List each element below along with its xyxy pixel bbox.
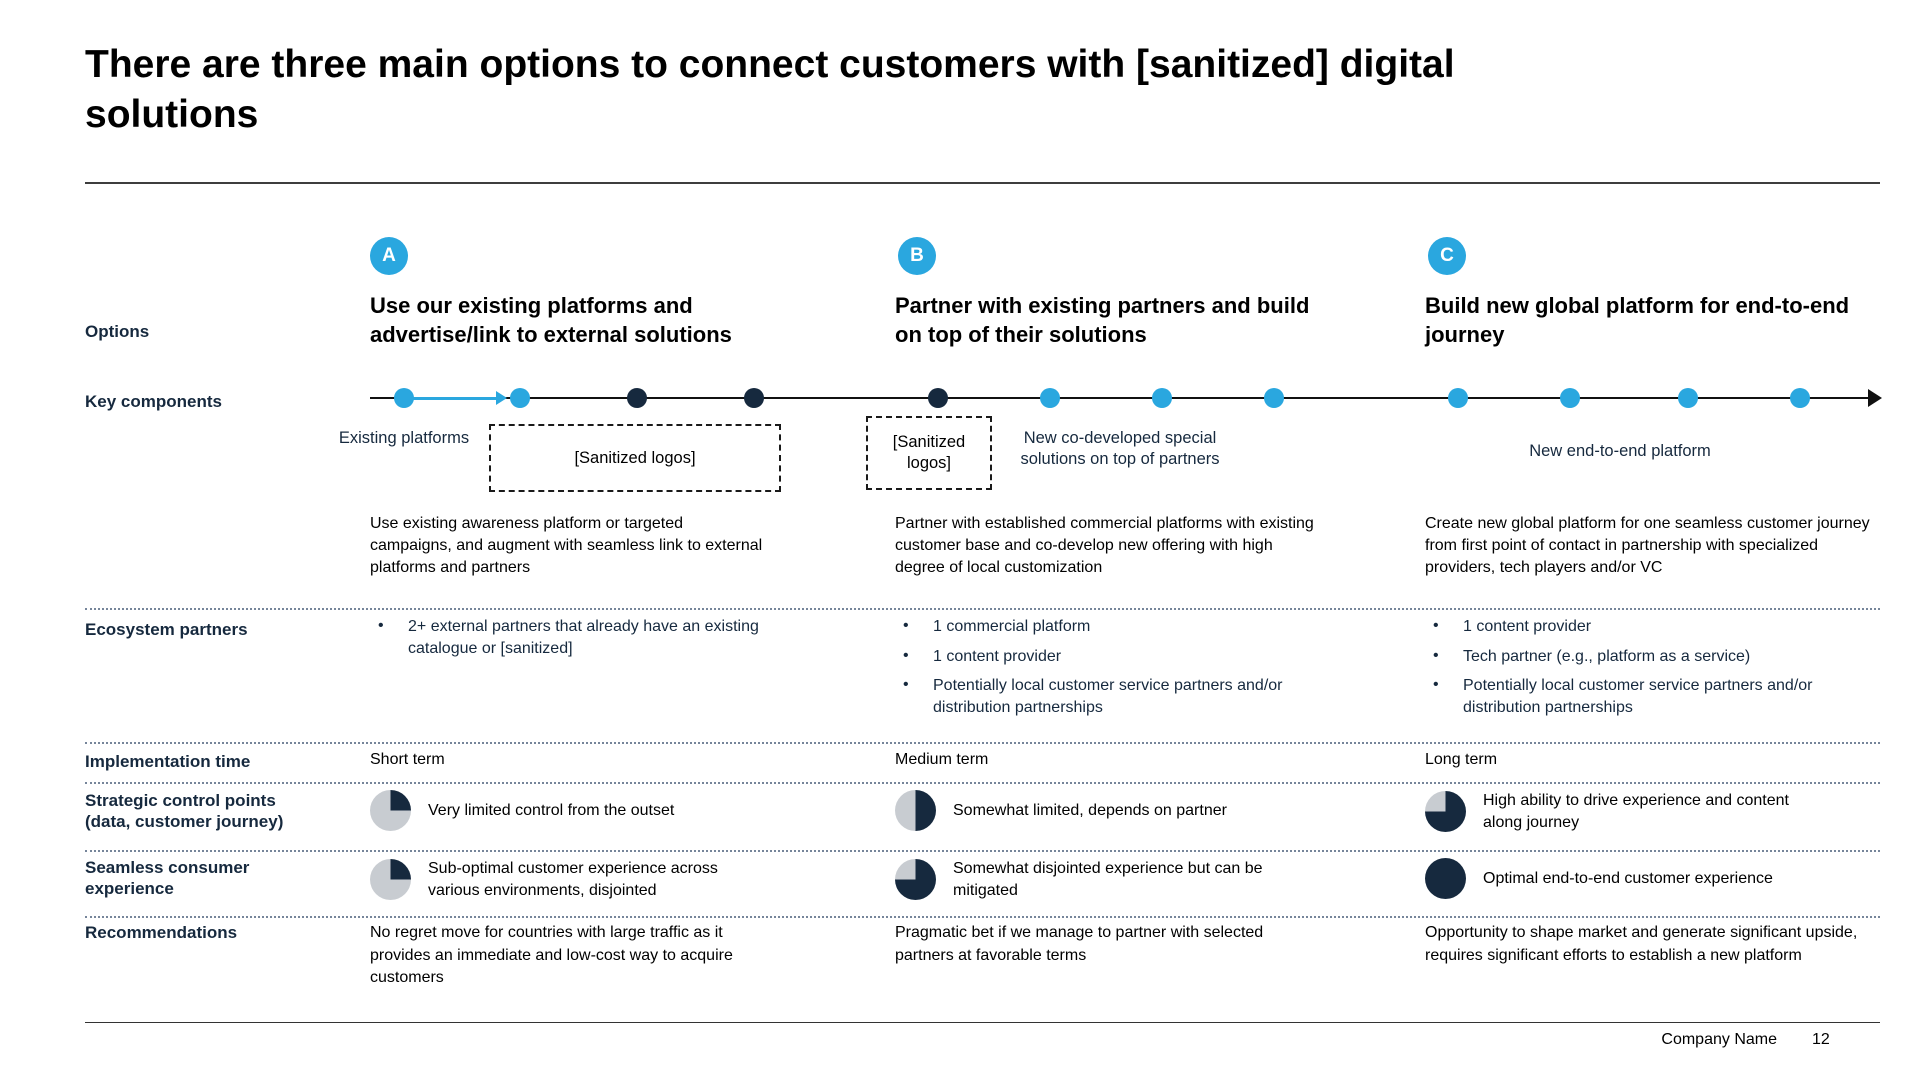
footer-page-number: 12 — [1812, 1031, 1830, 1048]
bullet-item: 1 commercial platform — [895, 615, 1295, 638]
option-b-strategic-cell: Somewhat limited, depends on partner — [895, 790, 1298, 831]
option-c-seamless-text: Optimal end-to-end customer experience — [1483, 869, 1773, 887]
timeline-dot-blue — [510, 388, 530, 408]
harvey-ball-quarter-icon — [370, 859, 411, 901]
option-a-ecosystem-list: 2+ external partners that already have a… — [370, 615, 800, 667]
harvey-ball-half-icon — [895, 790, 936, 831]
timeline-dot-blue — [1040, 388, 1060, 408]
timeline-dot-blue — [1448, 388, 1468, 408]
option-b-strategic-text: Somewhat limited, depends on partner — [953, 801, 1227, 819]
option-a-header: Use our existing platforms and advertise… — [370, 293, 732, 348]
timeline-dot-blue — [1678, 388, 1698, 408]
row-label-strategic-control-points: Strategic control points (data, customer… — [85, 791, 284, 831]
option-c-ecosystem-list: 1 content providerTech partner (e.g., pl… — [1425, 615, 1833, 726]
key-components-timeline — [370, 385, 1885, 413]
timeline-dot-blue — [1790, 388, 1810, 408]
row-separator — [85, 850, 1880, 852]
option-c-implementation-time: Long term — [1425, 751, 1498, 768]
timeline-dot-dark — [744, 388, 764, 408]
option-badge-c: C — [1428, 237, 1466, 275]
option-a-implementation-time: Short term — [370, 751, 445, 768]
bullet-item: 1 content provider — [895, 645, 1295, 668]
harvey-ball-three-quarter-icon — [895, 859, 936, 901]
timeline-dot-blue — [1264, 388, 1284, 408]
row-separator — [85, 916, 1880, 918]
option-a-description: Use existing awareness platform or targe… — [370, 515, 763, 577]
row-separator — [85, 742, 1880, 744]
row-label-options: Options — [85, 322, 150, 341]
row-separator — [85, 608, 1880, 610]
row-label-recommendations: Recommendations — [85, 923, 238, 942]
option-c-description: Create new global platform for one seaml… — [1425, 515, 1870, 577]
option-b-ecosystem-list: 1 commercial platform 1 content providerP… — [895, 615, 1295, 726]
timeline-label-existing-platforms: Existing platforms — [338, 429, 470, 447]
timeline-dot-blue — [1560, 388, 1580, 408]
row-label-seamless-consumer-experience: Seamless consumer experience — [85, 858, 250, 898]
option-b-header: Partner with existing partners and build… — [895, 293, 1310, 348]
row-label-key-components: Key components — [85, 392, 222, 411]
option-c-strategic-cell: High ability to drive experience and con… — [1425, 790, 1828, 833]
row-label-ecosystem-partners: Ecosystem partners — [85, 620, 248, 639]
option-c-seamless-cell: Optimal end-to-end customer experience — [1425, 858, 1828, 899]
timeline-label-end-to-end-platform: New end-to-end platform — [1529, 442, 1711, 460]
option-b-recommendation: Pragmatic bet if we manage to partner wi… — [895, 924, 1264, 964]
timeline-dot-dark — [928, 388, 948, 408]
bullet-item: Potentially local customer service partn… — [1425, 674, 1833, 718]
harvey-ball-three-quarter-icon — [1425, 791, 1466, 833]
footer-company-name: Company Name — [1661, 1031, 1777, 1048]
option-a-strategic-cell: Very limited control from the outset — [370, 790, 773, 831]
bullet-item: Potentially local customer service partn… — [895, 674, 1295, 718]
option-a-seamless-cell: Sub-optimal customer experience across v… — [370, 858, 773, 901]
sanitized-logos-box-a: [Sanitized logos] — [489, 424, 781, 492]
timeline-blue-arrowhead-icon — [496, 391, 507, 405]
timeline-blue-arrow — [408, 396, 500, 400]
option-badge-a: A — [370, 237, 408, 275]
option-b-seamless-text: Somewhat disjointed experience but can b… — [953, 860, 1263, 899]
option-a-strategic-text: Very limited control from the outset — [428, 801, 675, 819]
title-divider — [85, 182, 1880, 184]
option-b-description: Partner with established commercial plat… — [895, 515, 1314, 577]
option-a-seamless-text: Sub-optimal customer experience across v… — [428, 860, 718, 899]
timeline-label-codeveloped-solutions: New co-developed special solutions on to… — [1020, 429, 1220, 469]
harvey-ball-quarter-icon — [370, 790, 411, 831]
timeline-dot-blue — [394, 388, 414, 408]
option-b-implementation-time: Medium term — [895, 751, 989, 768]
row-separator — [85, 782, 1880, 784]
timeline-axis-line — [370, 397, 1870, 399]
harvey-ball-full-icon — [1425, 858, 1466, 899]
option-c-header: Build new global platform for end-to-end… — [1425, 293, 1850, 348]
timeline-dot-dark — [627, 388, 647, 408]
option-a-recommendation: No regret move for countries with large … — [370, 924, 733, 987]
bullet-item: Tech partner (e.g., platform as a servic… — [1425, 645, 1833, 668]
bullet-item: 2+ external partners that already have a… — [370, 615, 800, 659]
sanitized-logos-box-b: [Sanitized logos] — [866, 416, 992, 490]
option-badge-b: B — [898, 237, 936, 275]
slide-title: There are three main options to connect … — [85, 43, 1455, 136]
option-c-recommendation: Opportunity to shape market and generate… — [1425, 924, 1858, 964]
option-c-strategic-text: High ability to drive experience and con… — [1483, 792, 1789, 831]
timeline-arrowhead-icon — [1868, 389, 1882, 407]
footer-divider — [85, 1022, 1880, 1023]
option-b-seamless-cell: Somewhat disjointed experience but can b… — [895, 858, 1298, 901]
bullet-item: 1 content provider — [1425, 615, 1833, 638]
timeline-dot-blue — [1152, 388, 1172, 408]
row-label-implementation-time: Implementation time — [85, 752, 251, 771]
